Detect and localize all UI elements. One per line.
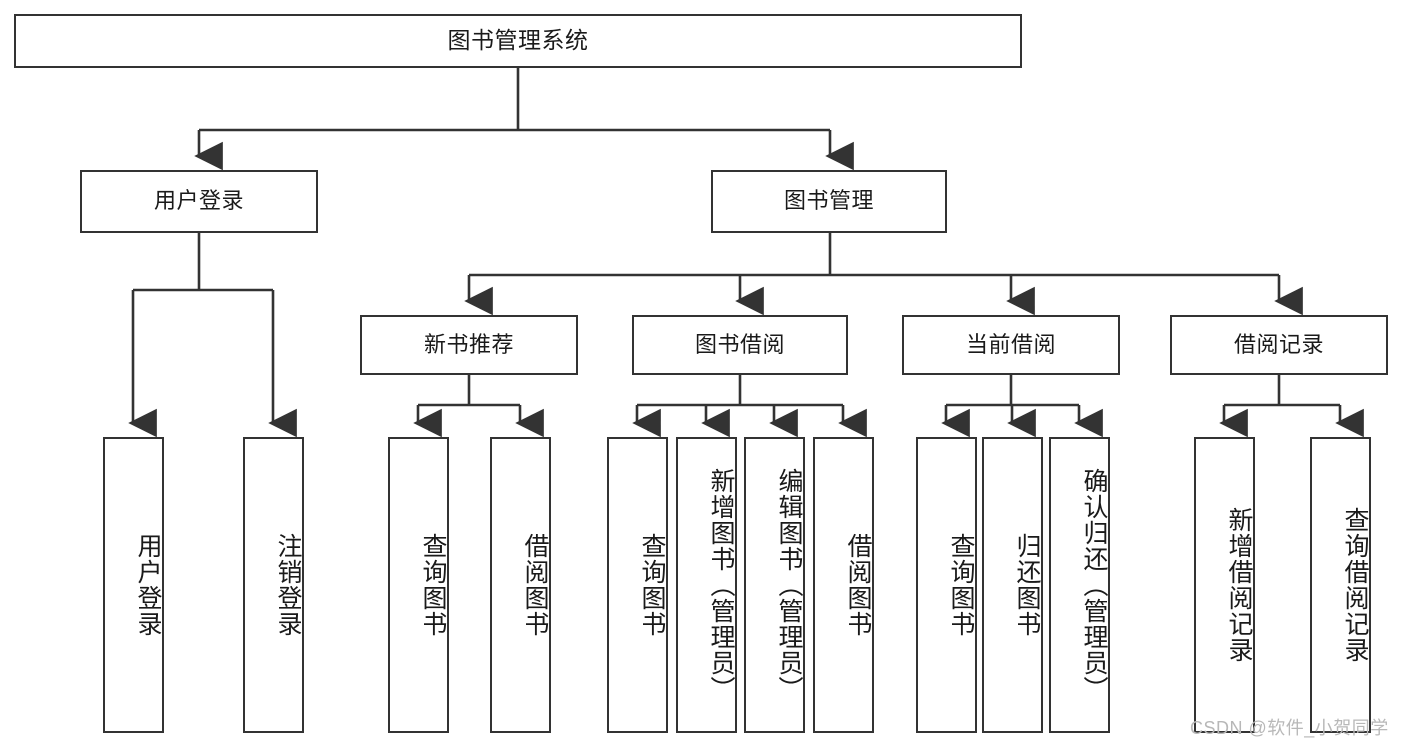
leaf-label: 借阅图书: [521, 533, 549, 637]
node-current-borrow[interactable]: 当前借阅: [902, 315, 1120, 375]
leaf-user-login[interactable]: 用户登录: [103, 437, 164, 733]
leaf-add-book-admin[interactable]: 新增图书（管理员）: [676, 437, 737, 733]
leaf-label: 查询图书: [947, 533, 975, 637]
leaf-query-borrow-record[interactable]: 查询借阅记录: [1310, 437, 1371, 733]
leaf-borrow-book[interactable]: 借阅图书: [813, 437, 874, 733]
leaf-confirm-return-admin[interactable]: 确认归还（管理员）: [1049, 437, 1110, 733]
leaf-label: 查询图书: [638, 533, 666, 637]
leaf-borrow-book-new-rec[interactable]: 借阅图书: [490, 437, 551, 733]
leaf-label: 借阅图书: [844, 533, 872, 637]
leaf-label: 查询借阅记录: [1341, 507, 1369, 663]
leaf-label: 归还图书: [1013, 533, 1041, 637]
leaf-return-book[interactable]: 归还图书: [982, 437, 1043, 733]
leaf-label: 编辑图书（管理员）: [775, 468, 803, 702]
node-new-book-recommendation[interactable]: 新书推荐: [360, 315, 578, 375]
leaf-label: 查询图书: [419, 533, 447, 637]
leaf-query-book-current[interactable]: 查询图书: [916, 437, 977, 733]
leaf-query-book-new-rec[interactable]: 查询图书: [388, 437, 449, 733]
leaf-logout[interactable]: 注销登录: [243, 437, 304, 733]
node-user-login[interactable]: 用户登录: [80, 170, 318, 233]
leaf-label: 新增图书（管理员）: [707, 468, 735, 702]
node-root-title[interactable]: 图书管理系统: [14, 14, 1022, 68]
leaf-label: 确认归还（管理员）: [1080, 468, 1108, 702]
node-book-manage[interactable]: 图书管理: [711, 170, 947, 233]
leaf-label: 注销登录: [274, 533, 302, 637]
node-borrow-record[interactable]: 借阅记录: [1170, 315, 1388, 375]
leaf-query-book-borrow[interactable]: 查询图书: [607, 437, 668, 733]
leaf-edit-book-admin[interactable]: 编辑图书（管理员）: [744, 437, 805, 733]
node-book-borrow[interactable]: 图书借阅: [632, 315, 848, 375]
leaf-label: 新增借阅记录: [1225, 507, 1253, 663]
csdn-watermark: CSDN @软件_小贺同学: [1190, 718, 1389, 738]
leaf-label: 用户登录: [134, 533, 162, 637]
leaf-add-borrow-record[interactable]: 新增借阅记录: [1194, 437, 1255, 733]
